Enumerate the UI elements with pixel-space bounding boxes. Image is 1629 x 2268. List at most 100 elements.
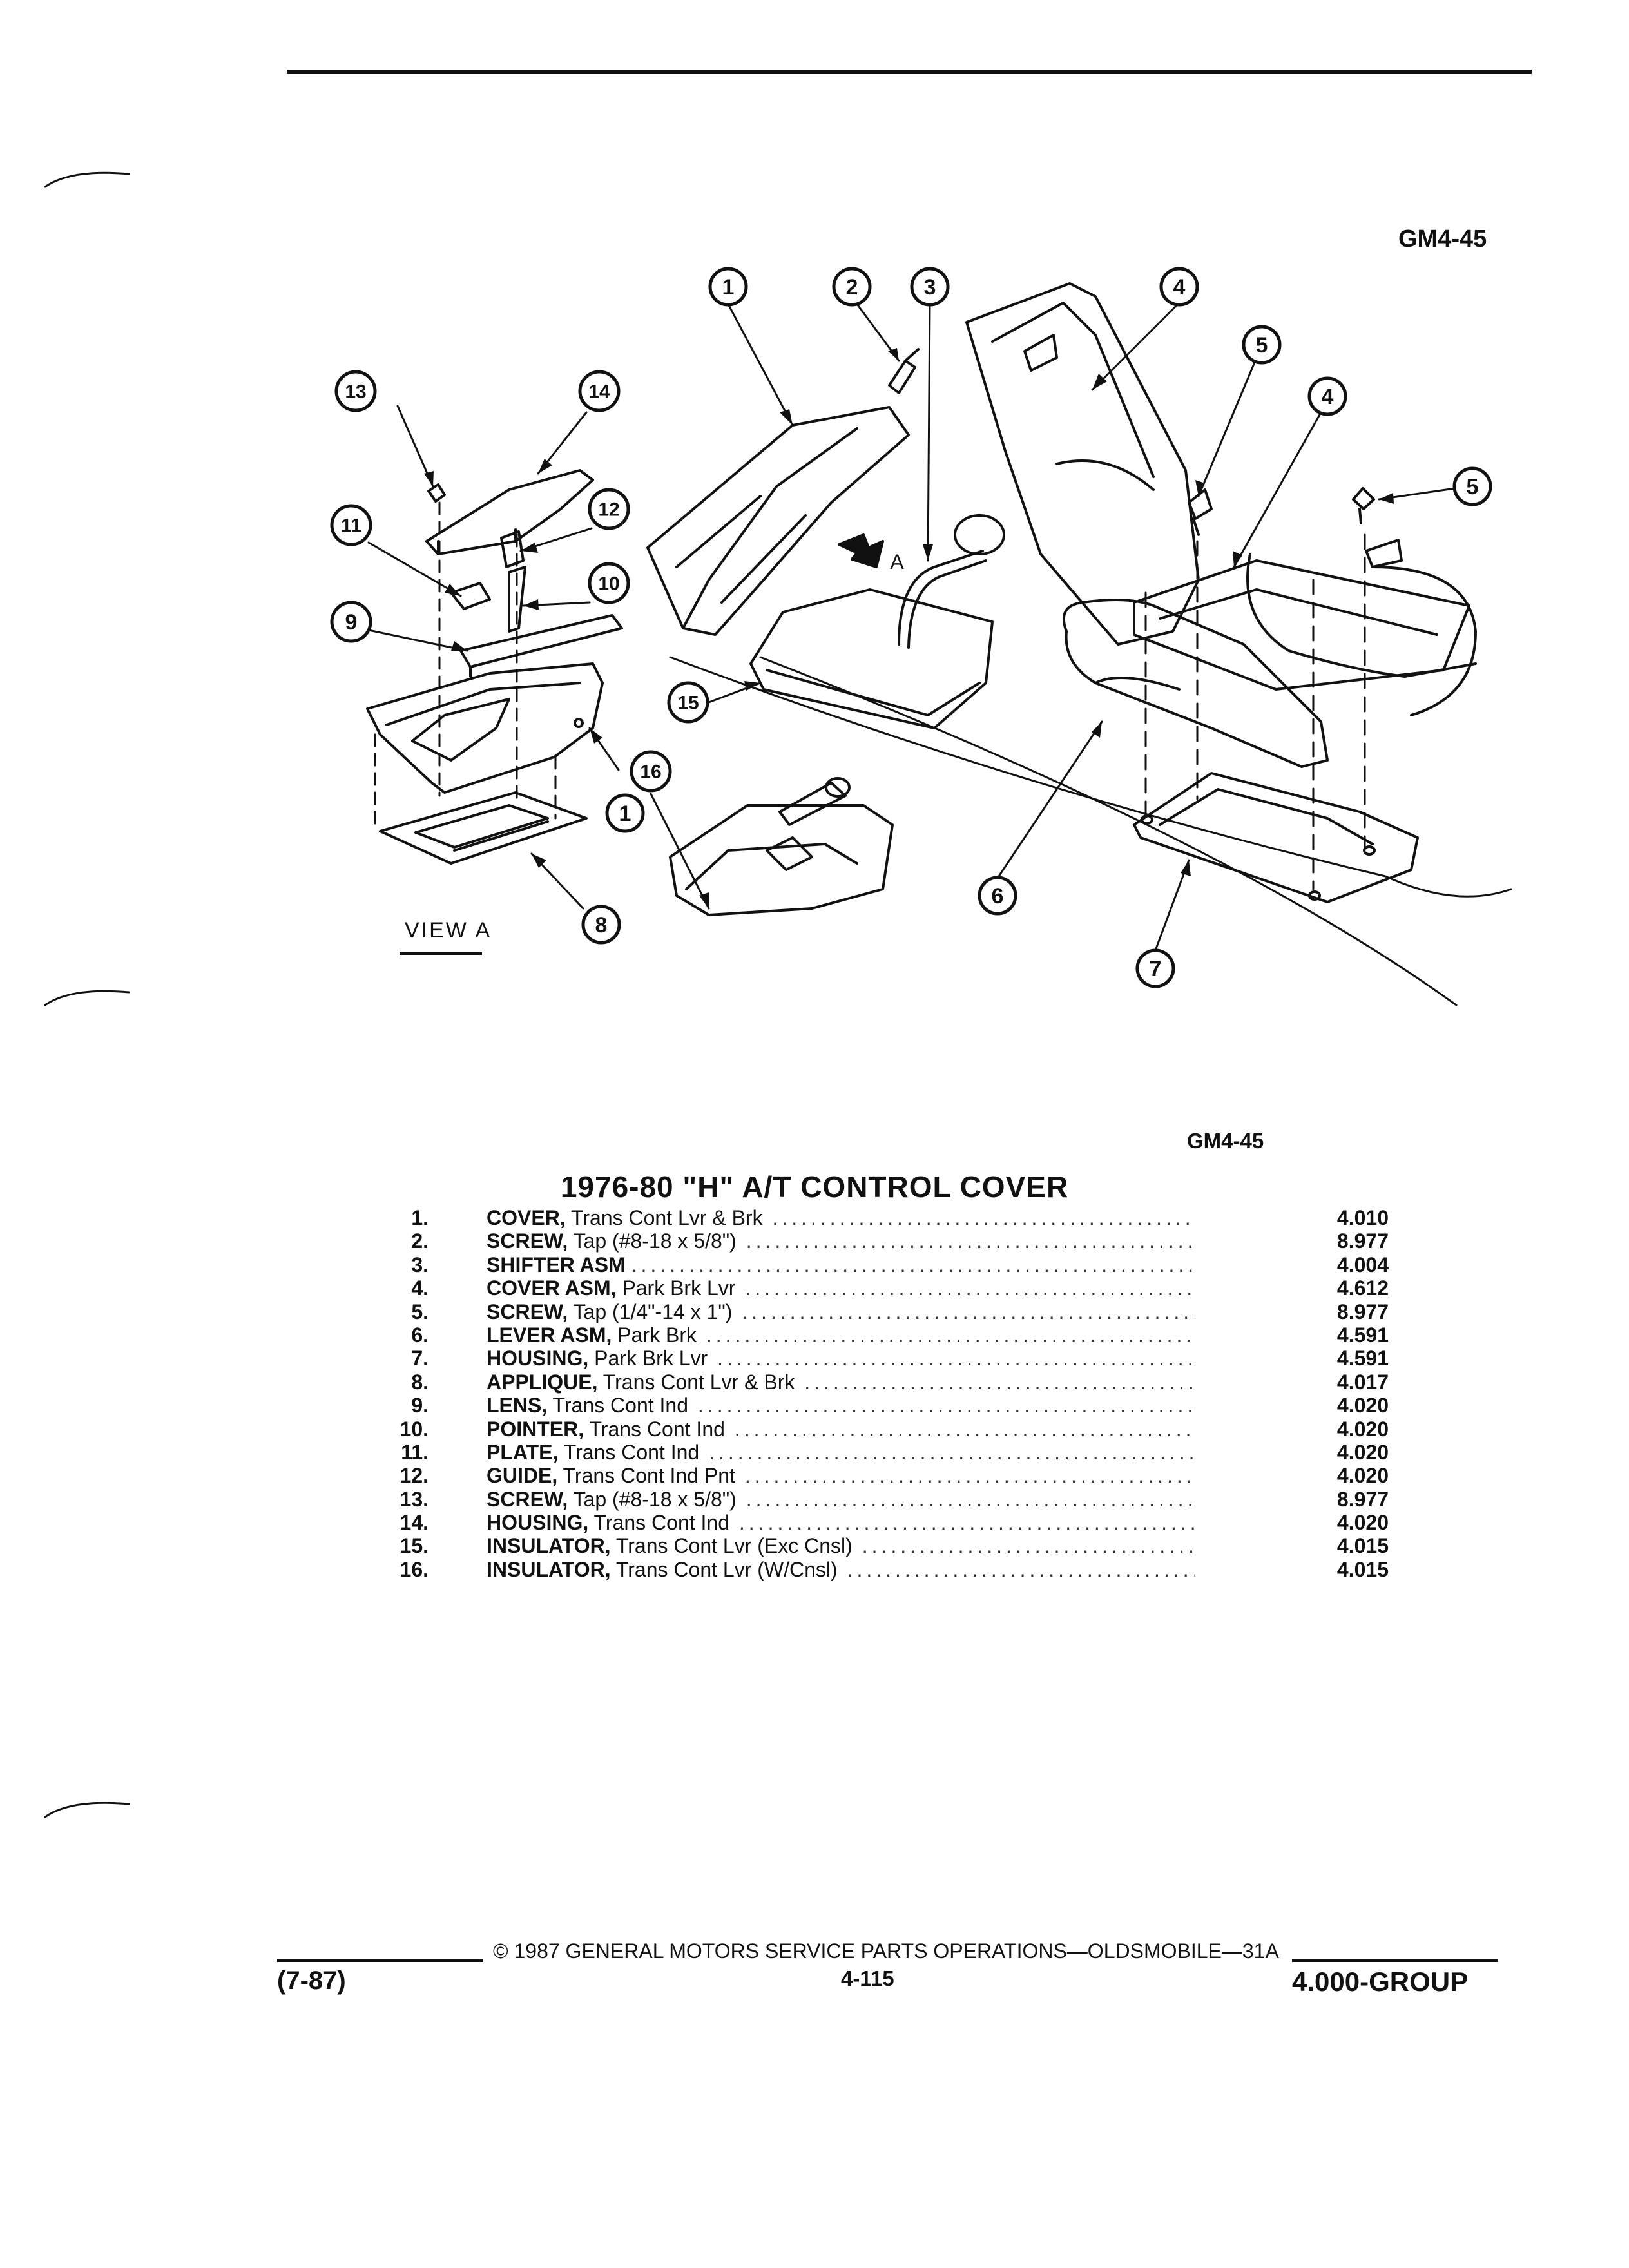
parts-row: 15. INSULATOR, Trans Cont Lvr (Exc Cnsl) …: [383, 1534, 1389, 1557]
part-name: LEVER ASM,: [487, 1323, 612, 1347]
parts-list: 1.COVER, Trans Cont Lvr & Brk ..........…: [383, 1206, 1389, 1581]
part-number: 2.: [411, 1229, 429, 1253]
part-description-line: HOUSING, Trans Cont Ind ................…: [487, 1511, 1195, 1534]
part-number: 12.: [400, 1464, 429, 1488]
part-name: INSULATOR,: [487, 1534, 611, 1558]
part-desc: Park Brk: [617, 1323, 697, 1347]
part-description-line: SCREW, Tap (#8-18 x 5/8") ..............…: [487, 1488, 1195, 1511]
part-name: POINTER,: [487, 1417, 584, 1441]
part-number: 8.: [411, 1370, 429, 1394]
view-arrow-label: A: [890, 550, 904, 573]
leader-dots: ........................................…: [697, 1394, 1195, 1418]
leader-dots: ........................................…: [745, 1276, 1195, 1300]
leader-dots: ........................................…: [734, 1417, 1195, 1441]
part-number: 6.: [411, 1323, 429, 1347]
part-name: HOUSING,: [487, 1347, 589, 1370]
part-number: 15.: [400, 1534, 429, 1558]
leader-dots: ........................................…: [804, 1370, 1195, 1394]
part-number: 11.: [401, 1440, 429, 1464]
callout-16: 16: [640, 762, 661, 783]
part-desc: Trans Cont Ind: [552, 1394, 689, 1418]
view-label-underline: [400, 952, 482, 955]
callout-circle-2: [832, 267, 872, 307]
part-name: GUIDE,: [487, 1464, 558, 1488]
part-number: 13.: [400, 1487, 429, 1511]
leader-dots: ........................................…: [738, 1511, 1195, 1535]
callout-15: 15: [677, 693, 699, 714]
callout-circle-11: [330, 504, 372, 546]
part-description-line: LEVER ASM, Park Brk ....................…: [487, 1323, 1195, 1347]
callout-14: 14: [588, 381, 610, 403]
part-number: 16.: [400, 1557, 429, 1581]
part-group-number: 8.977: [1336, 1300, 1389, 1323]
callout-circle-12: [588, 488, 630, 530]
leader-dots: ........................................…: [847, 1557, 1195, 1581]
part-group-number: 4.612: [1336, 1276, 1389, 1300]
parts-row: 8. APPLIQUE, Trans Cont Lvr & Brk .......…: [383, 1370, 1389, 1394]
part-group-number: 4.020: [1336, 1417, 1389, 1441]
parts-row: 3. SHIFTER ASM ..........................…: [383, 1253, 1389, 1276]
part-description-line: SCREW, Tap (1/4"-14 x 1") ..............…: [487, 1300, 1195, 1323]
leader-dots: ........................................…: [746, 1487, 1195, 1511]
callout-circle-10: [588, 562, 630, 604]
part-desc: Tap (#8-18 x 5/8"): [573, 1487, 737, 1511]
part-desc: Trans Cont Ind: [593, 1511, 730, 1535]
callout-5: 5: [1256, 333, 1268, 358]
top-rule: [287, 70, 1532, 74]
part-desc: Trans Cont Ind: [589, 1417, 725, 1441]
part-name: SCREW,: [487, 1487, 568, 1511]
part-description-line: INSULATOR, Trans Cont Lvr (W/Cnsl) .....…: [487, 1558, 1195, 1581]
parts-row: 16. INSULATOR, Trans Cont Lvr (W/Cnsl) ..…: [383, 1558, 1389, 1581]
leader-dots: ........................................…: [744, 1464, 1195, 1488]
callout-2: 2: [846, 275, 858, 300]
leader-dots: ........................................…: [706, 1323, 1195, 1347]
part-number: 3.: [411, 1253, 429, 1276]
callout-circle-9: [330, 601, 372, 643]
part-group-number: 4.020: [1336, 1440, 1389, 1464]
part-name: LENS,: [487, 1394, 548, 1418]
leader-dots: ........................................…: [742, 1300, 1195, 1323]
part-group-number: 4.020: [1336, 1464, 1389, 1488]
parts-row: 12.GUIDE, Trans Cont Ind Pnt ...........…: [383, 1464, 1389, 1487]
leader-dots: ........................................…: [862, 1534, 1195, 1558]
callout-4b: 4: [1322, 385, 1334, 409]
part-description-line: LENS, Trans Cont Ind ...................…: [487, 1394, 1195, 1417]
parts-row: 14. HOUSING, Trans Cont Ind .............…: [383, 1511, 1389, 1534]
part-description-line: SCREW, Tap (#8-18 x 5/8") ..............…: [487, 1229, 1195, 1253]
part-name: INSULATOR,: [487, 1557, 611, 1581]
callout-circle-5: [1242, 325, 1282, 365]
part-description-line: INSULATOR, Trans Cont Lvr (Exc Cnsl) ...…: [487, 1534, 1195, 1557]
part-number: 14.: [400, 1511, 429, 1535]
part-name: HOUSING,: [487, 1511, 589, 1535]
part-group-number: 4.015: [1336, 1534, 1389, 1558]
part-name: SHIFTER ASM: [487, 1253, 626, 1276]
part-number: 7.: [411, 1347, 429, 1370]
leader-dots: ........................................…: [746, 1229, 1195, 1253]
part-description-line: COVER ASM, Park Brk Lvr ................…: [487, 1276, 1195, 1300]
callout-1: 1: [722, 275, 735, 300]
part-number: 4.: [411, 1276, 429, 1300]
callout-10: 10: [598, 573, 619, 595]
parts-row: 7.HOUSING, Park Brk Lvr ................…: [383, 1347, 1389, 1370]
callout-circle-1: [708, 267, 748, 307]
part-description-line: APPLIQUE, Trans Cont Lvr & Brk .........…: [487, 1370, 1195, 1394]
callout-7: 7: [1150, 957, 1162, 981]
part-desc: Trans Cont Ind: [563, 1440, 700, 1464]
part-group-number: 4.004: [1336, 1253, 1389, 1276]
footer-rule-right: [1292, 1959, 1498, 1962]
footer-page-number: 4-115: [841, 1966, 894, 1990]
leader-dots: ........................................…: [772, 1206, 1195, 1229]
callout-circle-3: [910, 267, 950, 307]
part-group-number: 4.020: [1336, 1394, 1389, 1418]
callout-5b: 5: [1467, 475, 1479, 499]
parts-row: 2. SCREW, Tap (#8-18 x 5/8") ............…: [383, 1229, 1389, 1253]
part-group-number: 4.017: [1336, 1370, 1389, 1394]
parts-list-title: 1976-80 "H" A/T CONTROL COVER: [560, 1170, 1069, 1204]
parts-row: 10.POINTER, Trans Cont Ind .............…: [383, 1418, 1389, 1441]
callout-circle-4: [1159, 267, 1199, 307]
callout-12: 12: [598, 499, 619, 521]
part-description-line: SHIFTER ASM ............................…: [487, 1253, 1195, 1276]
parts-row: 13. SCREW, Tap (#8-18 x 5/8") ...........…: [383, 1488, 1389, 1511]
callout-circle-1b: [605, 793, 645, 833]
